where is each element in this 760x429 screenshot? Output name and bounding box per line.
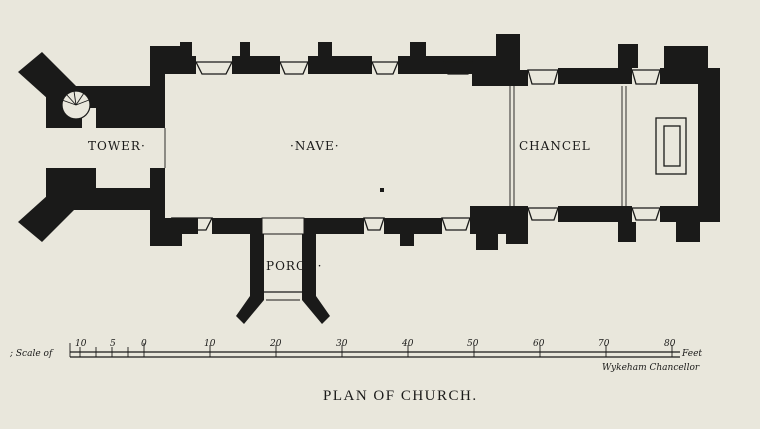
scale-tick-label: 20 [269,339,282,349]
scale-bar [69,343,680,358]
scale-tick-label: 80 [664,339,676,349]
scale-tick-label: 50 [467,339,479,349]
chancel-walls [496,34,720,244]
tower-walls [18,52,150,242]
scale-tick-label: 0 [141,339,147,349]
tower-label: TOWER· [88,139,146,153]
scale-tick-label: 10 [75,339,87,349]
scale-unit: Feet [681,349,702,359]
nave-walls [150,42,506,250]
porch-label: PORCH· [266,259,322,273]
porch-walls [236,217,330,324]
scale-tick-label: 70 [598,339,610,349]
nave-label: ·NAVE· [290,139,340,153]
scale-prefix: ; Scale of [9,349,54,359]
scale-tick-label: 40 [401,339,414,349]
scale-tick-label: 60 [533,339,545,349]
plan-title: PLAN OF CHURCH. [323,388,478,404]
chancel-label: CHANCEL [519,139,591,153]
scale-tick-label: 5 [110,339,116,349]
scale-tick-label: 10 [204,339,216,349]
artist-credit: Wykeham Chancellor [602,363,700,373]
scale-tick-label: 30 [336,339,348,349]
